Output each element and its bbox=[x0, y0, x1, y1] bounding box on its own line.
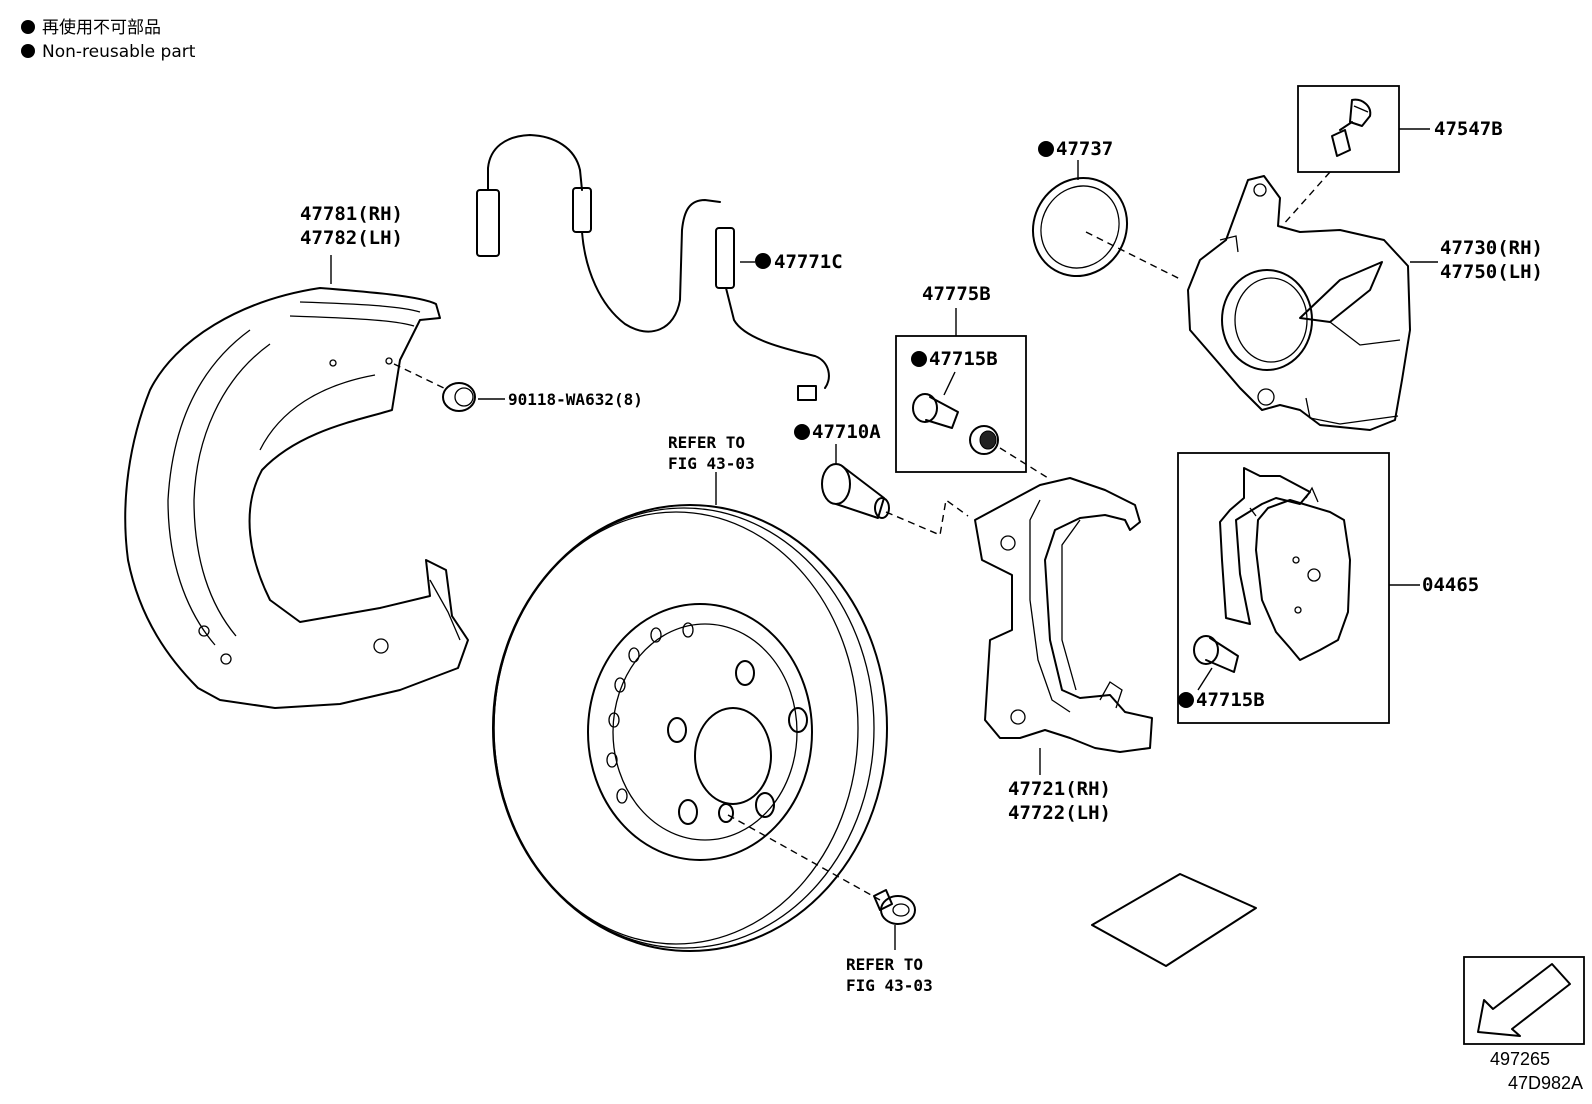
pad-bolt-part bbox=[1178, 635, 1239, 708]
assembly-dash bbox=[999, 447, 1049, 479]
pad-kit-box bbox=[1177, 452, 1390, 724]
label-dust-shield-rh: 47781(RH) bbox=[300, 203, 403, 225]
label-pad-bolt: 47715B bbox=[1196, 689, 1265, 711]
label-kit: 47775B bbox=[922, 283, 991, 305]
kit-box bbox=[895, 335, 1027, 473]
front-arrow-symbol-box bbox=[1463, 956, 1585, 1045]
assembly-dash bbox=[885, 498, 969, 536]
speed-sensor-wire-part bbox=[476, 134, 830, 401]
label-pads: 04465 bbox=[1422, 574, 1479, 596]
label-symbol-code: 497265 bbox=[1490, 1049, 1550, 1069]
label-bleeder: 47547B bbox=[1434, 118, 1503, 140]
legend-dot-icon bbox=[21, 20, 35, 34]
non-reusable-dot-icon bbox=[911, 351, 927, 367]
label-caliper-rh: 47730(RH) bbox=[1440, 237, 1543, 259]
grease-sheet-part bbox=[1091, 873, 1257, 967]
label-dust-shield-lh: 47782(LH) bbox=[300, 227, 403, 249]
label-caliper-lh: 47750(LH) bbox=[1440, 261, 1543, 283]
label-refer-screw-1: REFER TO bbox=[846, 955, 923, 974]
legend-dot-icon bbox=[21, 44, 35, 58]
front-arrow-icon bbox=[1477, 963, 1571, 1037]
label-refer-disc-2: FIG 43-03 bbox=[668, 454, 755, 473]
piston-seal-part bbox=[1031, 141, 1129, 278]
shield-bolt-part bbox=[393, 363, 505, 412]
label-speed-sensor: 47771C bbox=[774, 251, 843, 273]
legend-japanese: 再使用不可部品 bbox=[42, 17, 161, 38]
label-refer-disc-1: REFER TO bbox=[668, 433, 745, 452]
brake-disc-part bbox=[492, 504, 888, 952]
caliper-mount-part bbox=[974, 477, 1153, 753]
bleeder-box bbox=[1297, 85, 1400, 173]
label-shield-bolt: 90118-WA632(8) bbox=[508, 390, 643, 409]
kit-bolt-part bbox=[912, 371, 999, 455]
disc-screw-part bbox=[727, 814, 916, 950]
legend: 再使用不可部品 Non-reusable part bbox=[21, 17, 196, 62]
label-mount-lh: 47722(LH) bbox=[1008, 802, 1111, 824]
brake-pads-part bbox=[1219, 467, 1351, 661]
assembly-dash bbox=[1281, 171, 1331, 227]
legend-english: Non-reusable part bbox=[42, 42, 196, 62]
label-mount-rh: 47721(RH) bbox=[1008, 778, 1111, 800]
assembly-dash bbox=[1085, 231, 1183, 281]
dust-shield-part bbox=[124, 287, 469, 709]
figure-code: 47D982A bbox=[1508, 1073, 1583, 1093]
label-refer-screw-2: FIG 43-03 bbox=[846, 976, 933, 995]
label-kit-bolt: 47715B bbox=[929, 348, 998, 370]
caliper-body-part bbox=[1187, 175, 1411, 431]
label-slide-pin: 47710A bbox=[812, 421, 881, 443]
slide-pin-part bbox=[794, 424, 890, 519]
label-piston-seal: 47737 bbox=[1056, 138, 1113, 160]
bleeder-plug-part bbox=[1331, 98, 1372, 157]
